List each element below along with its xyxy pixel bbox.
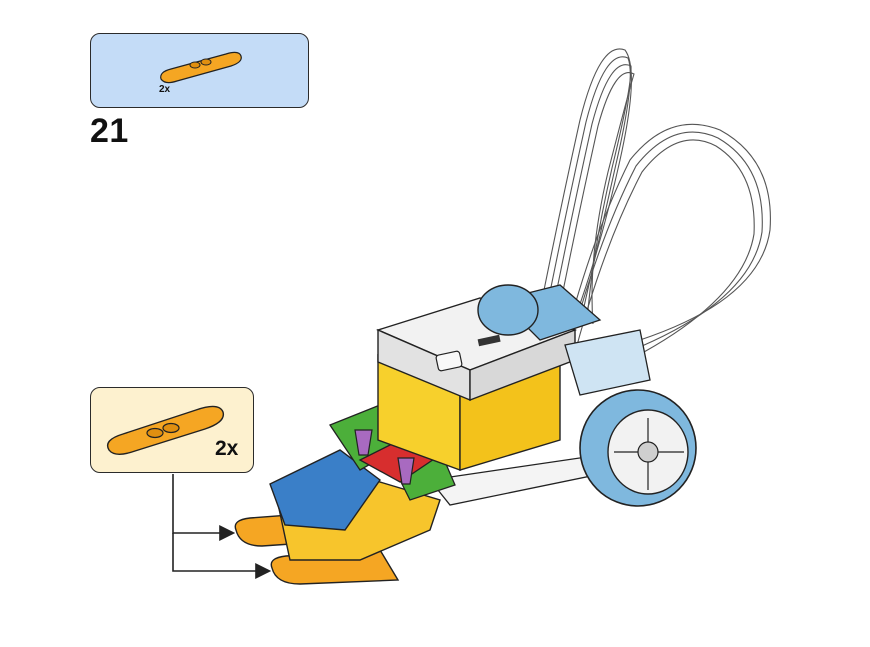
hub-button (435, 350, 463, 372)
hub-port-indicator (477, 334, 501, 347)
blue-brick (269, 449, 381, 531)
cable-loop-left (539, 48, 635, 325)
side-part-quantity: 2x (215, 437, 239, 460)
purple-cones (354, 429, 415, 485)
top-part-quantity: 2x (159, 84, 171, 95)
parts-callout-side (90, 387, 254, 473)
motor-block-side (564, 329, 651, 396)
parts-callout-top (90, 33, 309, 108)
step-number: 21 (90, 112, 129, 150)
cable-loop-right (559, 123, 771, 365)
wheel-front-spokes (614, 418, 684, 490)
wheel-back (477, 284, 539, 336)
arrow-lower (172, 533, 272, 579)
ski-part-icon (160, 51, 242, 84)
wheel-front-axle (637, 441, 659, 463)
ski-part-icon (106, 405, 225, 455)
